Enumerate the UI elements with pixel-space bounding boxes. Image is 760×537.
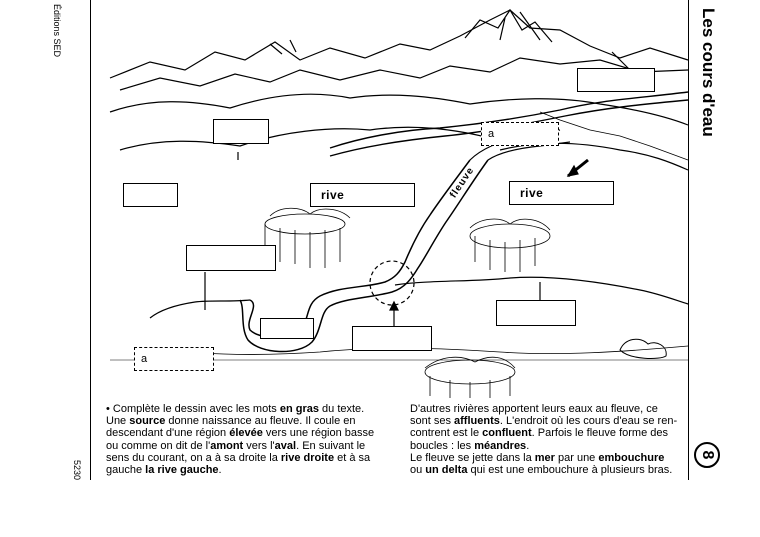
label-box-confluent[interactable] xyxy=(352,326,432,351)
label-box-rive-left[interactable]: rive xyxy=(310,183,415,207)
label-box-meandre[interactable] xyxy=(186,245,276,271)
label-box-rive-right[interactable]: rive xyxy=(509,181,614,205)
label-box-aval[interactable]: a xyxy=(134,347,214,371)
instructions-left: • Complète le dessin avec les mots en gr… xyxy=(106,403,375,477)
label-box-right-bank[interactable] xyxy=(496,300,576,326)
label-box-affluent[interactable]: a xyxy=(481,122,559,146)
label-box-source[interactable] xyxy=(213,119,269,144)
publisher-label: Éditions SED xyxy=(52,4,62,58)
page-title: Les cours d'eau xyxy=(699,8,718,137)
instructions-right: D'autres rivières apportent leurs eaux a… xyxy=(410,403,678,477)
title-divider-line xyxy=(688,0,689,480)
label-box-top-right[interactable] xyxy=(577,68,655,92)
margin-line xyxy=(90,0,91,480)
label-box-bend[interactable] xyxy=(260,318,314,339)
page-number: 8 xyxy=(694,442,720,468)
page-code: 5230 xyxy=(72,460,82,481)
label-box-left-hill[interactable] xyxy=(123,183,178,207)
